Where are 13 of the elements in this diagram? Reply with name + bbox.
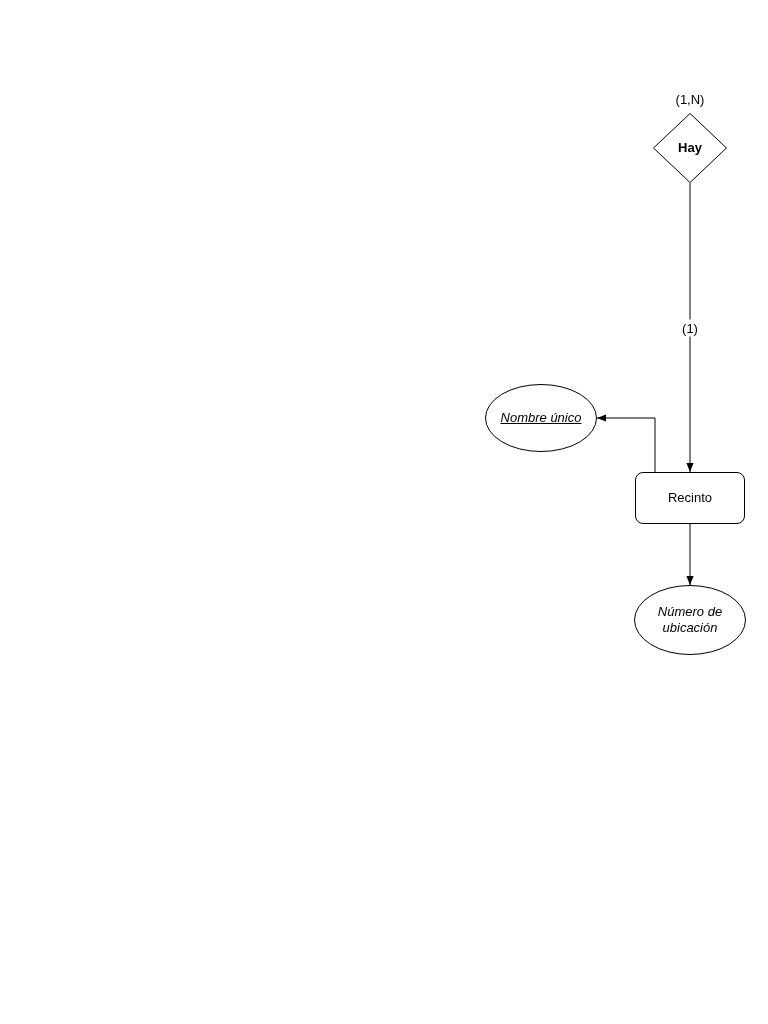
edge-label: (1) <box>682 319 698 336</box>
arrow <box>686 523 694 586</box>
entity-box <box>635 472 745 524</box>
node-text: Recinto <box>666 489 714 507</box>
attribute-ellipse <box>634 585 746 655</box>
node-text: Hay <box>677 139 703 157</box>
arrow <box>596 414 656 473</box>
arrow <box>686 182 694 473</box>
relationship-diamond <box>653 113 727 183</box>
key-attribute-ellipse <box>485 384 597 452</box>
cardinality-label: (1,N) <box>675 92 705 107</box>
node-text: Nombre único <box>499 409 583 427</box>
node-text: Número de ubicación <box>656 603 724 637</box>
